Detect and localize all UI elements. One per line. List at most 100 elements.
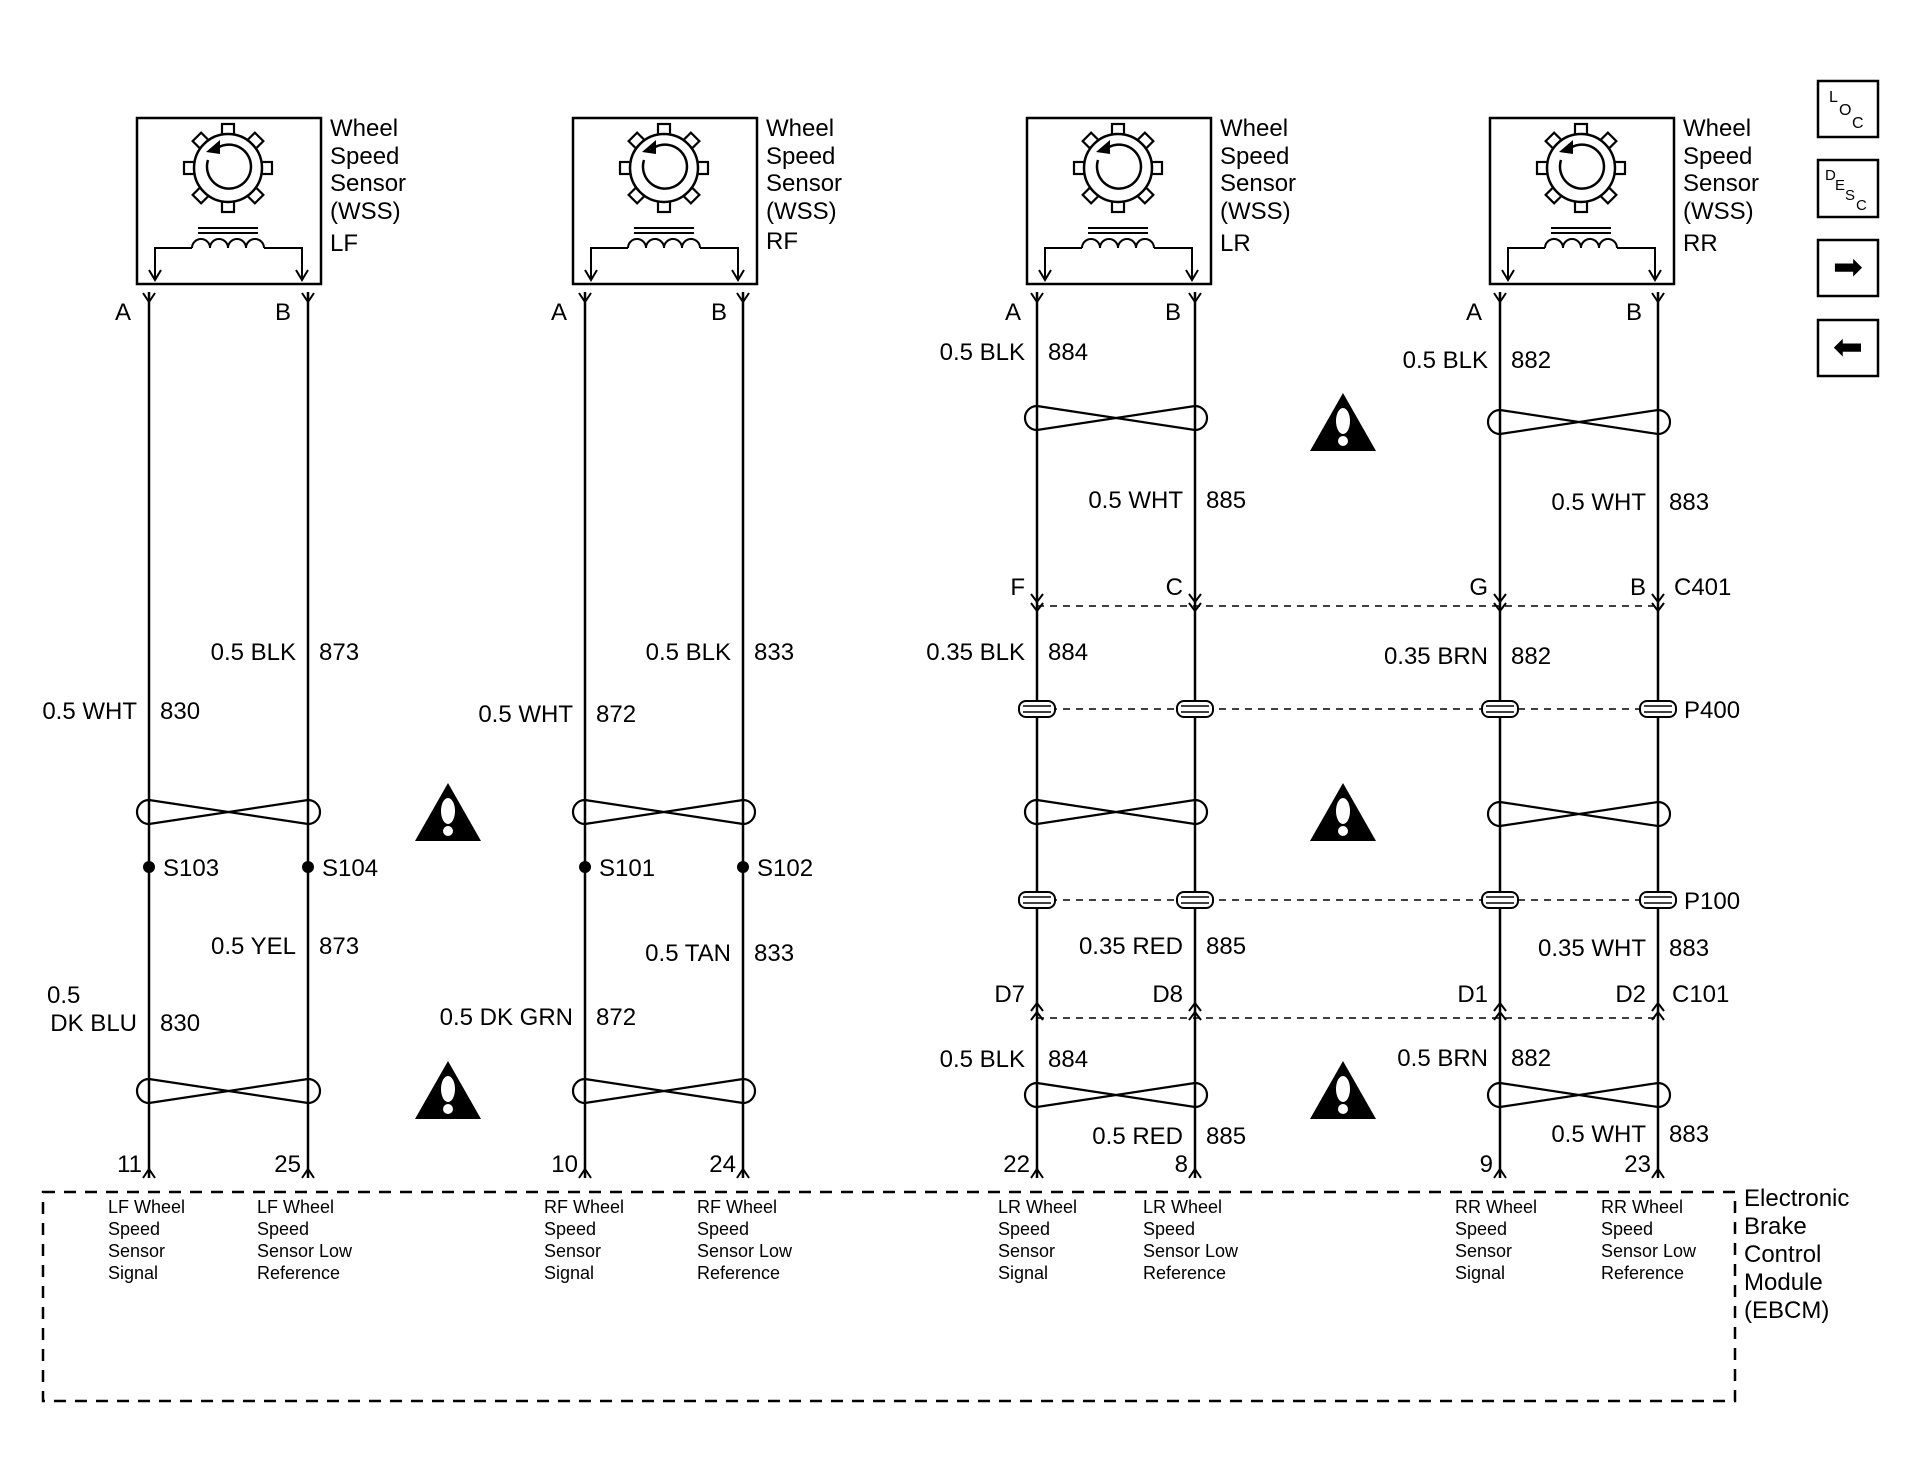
sensor-lr: Wheel Speed Sensor (WSS) LR A B [1005,115,1296,326]
ebcm-terminal-22-line-3: Sensor [998,1241,1055,1261]
wire-size-rf-b-top: 0.5 BLK [646,639,731,666]
terminal-mark [578,292,592,304]
wire-size-rr-b-bottom: 0.5 WHT [1551,1121,1646,1148]
circuit-lf-b-bottom: 873 [319,933,359,960]
previous-button[interactable]: ⬅ [1816,318,1880,378]
terminal-mark [1651,292,1665,304]
connector-c401: F C G B C401 [1010,574,1731,613]
wire-size-rf-b-bottom: 0.5 TAN [645,940,731,967]
terminal-mark [1493,292,1507,304]
ebcm-terminal-8: LR Wheel Speed Sensor Low Reference [1143,1197,1239,1283]
passthrough-mark [1018,700,1056,718]
twisted-pair-symbols [135,404,1672,1109]
description-button[interactable]: D E S C [1816,158,1880,219]
wire-size-lf-a-top: 0.5 WHT [42,698,137,725]
c101-terminal-mark [1030,1010,1044,1021]
wire-size-rr-a-mid: 0.35 BRN [1384,643,1488,670]
ebcm-terminal-25-line-1: LF Wheel [257,1197,334,1217]
ebcm-terminal-22-line-4: Signal [998,1263,1048,1283]
arrow-left-icon: ⬅ [1833,326,1863,367]
next-button[interactable]: ➡ [1816,238,1880,298]
location-button-letter-o: O [1839,102,1851,119]
c101-terminal-mark [1030,1001,1044,1012]
circuit-rf-b-bottom: 833 [754,940,794,967]
circuit-rf-b-top: 833 [754,639,794,666]
sensor-lr-pin-b: B [1165,299,1181,326]
warning-icon [1310,393,1376,451]
ebcm-terminal-25: LF Wheel Speed Sensor Low Reference [257,1197,353,1283]
ebcm-terminal-11-line-1: LF Wheel [108,1197,185,1217]
splice-s102: S102 [757,855,813,882]
lr-wire-labels: 0.5 BLK 884 0.5 WHT 885 0.35 BLK 884 0.3… [926,339,1246,1150]
twisted-pair [1486,408,1672,436]
sensor-rr: Wheel Speed Sensor (WSS) RR A B [1466,115,1759,326]
warning-icon [415,783,481,841]
ebcm-terminal-8-line-1: LR Wheel [1143,1197,1222,1217]
c401-terminal-mark [1188,593,1202,604]
passthrough-p400: P400 [1018,697,1740,724]
terminal-mark [1030,292,1044,304]
ebcm-terminal-10: RF Wheel Speed Sensor Signal [544,1197,624,1283]
splice-s104: S104 [322,855,378,882]
sensor-lf-pin-b: B [275,299,291,326]
twisted-pair [1023,404,1209,432]
ebcm-pin-25: 25 [274,1151,301,1178]
wire-size-lr-a-mid: 0.35 BLK [926,639,1025,666]
twisted-pair [1023,798,1209,826]
ebcm-pin-8: 8 [1175,1151,1188,1178]
location-button-letter-l: L [1829,89,1838,106]
sensor-rr-pin-b: B [1626,299,1642,326]
wheel-speed-sensor-icon [148,122,309,282]
sensor-lr-label-2: Speed [1220,143,1289,170]
c401-terminal-mark [1651,602,1665,613]
location-button-letter-c: C [1852,115,1864,132]
c401-label: C401 [1674,574,1731,601]
ebcm-terminal-22: LR Wheel Speed Sensor Signal [998,1197,1077,1283]
ebcm-terminal-24: RF Wheel Speed Sensor Low Reference [697,1197,793,1283]
ebcm-terminal-11-line-4: Signal [108,1263,158,1283]
p100-label: P100 [1684,888,1740,915]
location-button[interactable]: L O C [1816,79,1880,139]
ebcm-terminal-10-line-4: Signal [544,1263,594,1283]
ebcm-label-5: (EBCM) [1744,1297,1829,1324]
terminal-mark [142,1167,156,1179]
ebcm-terminal-23-line-4: Reference [1601,1263,1684,1283]
sensor-rf-label-3: Sensor [766,170,842,197]
wheel-speed-sensor-icon [584,122,745,282]
c101-terminal-mark [1651,1010,1665,1021]
description-button-letter-c: C [1856,197,1867,214]
p400-label: P400 [1684,697,1740,724]
arrow-right-icon: ➡ [1833,246,1863,287]
splice-dot-s104 [302,861,314,873]
circuit-rr-a-mid: 882 [1511,643,1551,670]
warning-icons [415,393,1376,1119]
terminal-mark [1188,1167,1202,1179]
wire-size-lf-a-bottom-1: 0.5 [47,982,80,1009]
ebcm-terminal-23: RR Wheel Speed Sensor Low Reference [1601,1197,1697,1283]
ebcm-terminal-25-line-3: Sensor Low [257,1241,353,1261]
sensor-rr-position: RR [1683,230,1718,257]
lf-wire-labels: 0.5 BLK 873 0.5 WHT 830 0.5 YEL 873 0.5 … [42,639,359,1037]
sensor-lf-label-1: Wheel [330,115,398,142]
c101-pin-d7: D7 [994,981,1025,1008]
ebcm-pin-23: 23 [1624,1151,1651,1178]
wire-size-rr-b-mid: 0.35 WHT [1538,935,1646,962]
rr-wire-labels: 0.5 BLK 882 0.5 WHT 883 0.35 BRN 882 0.3… [1384,347,1709,1148]
circuit-rr-a-top: 882 [1511,347,1551,374]
c401-terminal-mark [1651,593,1665,604]
passthrough-mark [1176,700,1214,718]
terminal-mark [1188,292,1202,304]
c401-pin-b: B [1630,574,1646,601]
wire-size-rr-b-top: 0.5 WHT [1551,489,1646,516]
circuit-rr-b-bottom: 883 [1669,1121,1709,1148]
sensor-rr-label-2: Speed [1683,143,1752,170]
ebcm-terminal-23-line-1: RR Wheel [1601,1197,1683,1217]
splice-dot-s101 [579,861,591,873]
ebcm-terminal-9-line-2: Speed [1455,1219,1507,1239]
ebcm-terminal-25-line-2: Speed [257,1219,309,1239]
wire-size-rr-a-bottom: 0.5 BRN [1397,1045,1488,1072]
splice-dot-s103 [143,861,155,873]
warning-icon [415,1061,481,1119]
ebcm-label-1: Electronic [1744,1185,1849,1212]
circuit-lr-a-top: 884 [1048,339,1088,366]
